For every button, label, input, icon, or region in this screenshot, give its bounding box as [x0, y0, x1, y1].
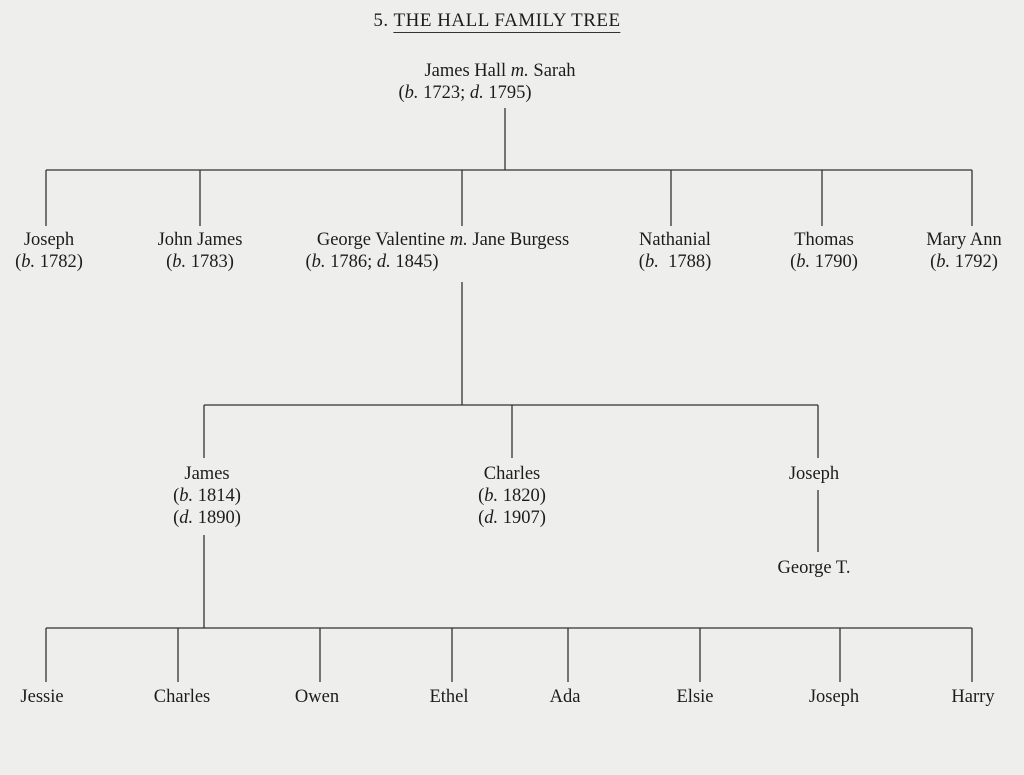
person-name: George Valentine [316, 230, 446, 250]
born-label: b. [936, 252, 951, 272]
person-harry: Harry [951, 687, 995, 707]
born-label: b. [644, 252, 659, 272]
person-name: Joseph [23, 230, 75, 250]
born-label: b. [484, 486, 499, 506]
person-mary-ann: Mary Ann b. 1792 [926, 229, 1002, 273]
person-name: Joseph [788, 464, 840, 484]
person-owen: Owen [294, 687, 340, 707]
married-label: m. [449, 230, 468, 250]
born-label: b. [311, 252, 326, 272]
person-name: James Hall [424, 61, 507, 81]
born-year: 1723 [423, 83, 461, 103]
died-label: d. [179, 508, 194, 528]
born-label: b. [796, 252, 811, 272]
died-year: 1845 [395, 252, 433, 272]
born-year: 1786 [330, 252, 368, 272]
person-name: Charles [483, 464, 541, 484]
died-label: d. [469, 83, 484, 103]
died-year: 1890 [197, 508, 235, 528]
page-title: 5. THE HALL FAMILY TREE [373, 10, 621, 33]
born-year: 1820 [502, 486, 540, 506]
person-charles: Charles b. 1820 d. 1907 [478, 463, 546, 529]
person-thomas: Thomas b. 1790 [790, 229, 858, 273]
person-name: John James [157, 230, 243, 250]
person-ada: Ada [549, 687, 581, 707]
person-joseph-gen3: Joseph [789, 463, 839, 485]
spouse-name: Jane Burgess [472, 230, 570, 250]
born-year: 1792 [954, 252, 992, 272]
died-year: 1795 [488, 83, 526, 103]
person-ethel: Ethel [429, 687, 469, 707]
spouse-name: Sarah [533, 61, 576, 81]
person-james: James b. 1814 d. 1890 [173, 463, 241, 529]
born-year: 1790 [814, 252, 852, 272]
person-elsie: Elsie [676, 687, 714, 707]
person-name: Thomas [794, 230, 854, 250]
root-couple: James Hall m. Sarah b. 1723; d. 1795 [405, 60, 576, 104]
person-name: George T. [777, 558, 851, 578]
born-year: 1782 [39, 252, 77, 272]
person-nathanial: Nathanial b. 1788 [639, 229, 711, 273]
born-year: 1788 [668, 252, 706, 272]
died-year: 1907 [502, 508, 540, 528]
person-jessie: Jessie [20, 687, 64, 707]
born-label: b. [179, 486, 194, 506]
person-name: Mary Ann [926, 230, 1002, 250]
title-text: THE HALL FAMILY TREE [393, 10, 621, 33]
married-label: m. [510, 61, 529, 81]
born-label: b. [21, 252, 36, 272]
died-label: d. [484, 508, 499, 528]
died-label: d. [376, 252, 391, 272]
person-joseph: Joseph b. 1782 [15, 229, 83, 273]
person-george-t: George T. [778, 557, 851, 579]
born-year: 1814 [197, 486, 235, 506]
person-joseph-gen4: Joseph [808, 687, 860, 707]
person-charles-gen4: Charles [153, 687, 211, 707]
person-name: James [184, 464, 230, 484]
person-george-valentine: George Valentine m. Jane Burgess b. 1786… [312, 229, 570, 273]
title-number: 5. [373, 10, 389, 31]
person-name: Nathanial [639, 230, 711, 250]
born-label: b. [404, 83, 419, 103]
